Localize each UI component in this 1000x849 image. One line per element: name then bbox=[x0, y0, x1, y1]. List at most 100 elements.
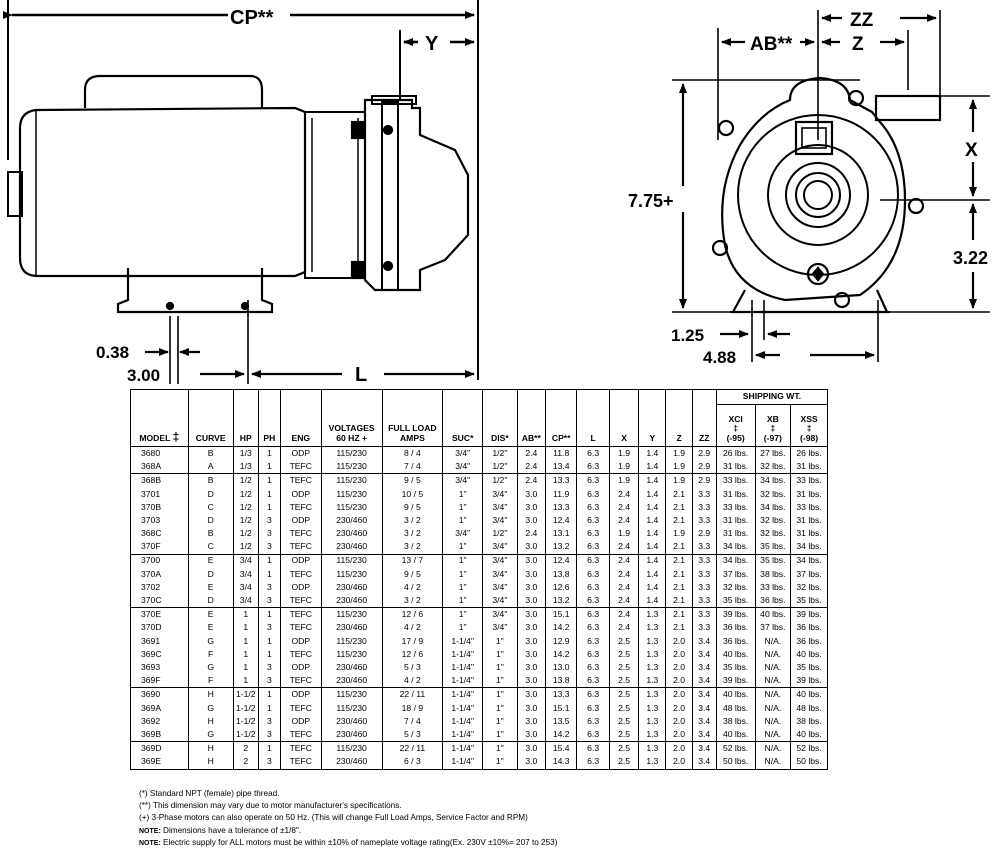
table-cell: 1 bbox=[232, 674, 259, 688]
table-cell: 3.4 bbox=[691, 755, 717, 769]
table-cell: 1" bbox=[442, 594, 484, 608]
table-cell: 2.5 bbox=[608, 714, 640, 728]
table-cell: TEFC bbox=[279, 647, 322, 661]
footnote-line: (*) Standard NPT (female) pipe thread. bbox=[139, 789, 280, 798]
table-cell: 13.3 bbox=[544, 687, 578, 702]
table-cell: 36 lbs. bbox=[790, 634, 828, 648]
table-cell: 3.4 bbox=[691, 634, 717, 648]
table-cell: 1.9 bbox=[665, 527, 693, 541]
table-cell: 230/460 bbox=[320, 527, 383, 541]
table-cell: 3.0 bbox=[516, 500, 546, 514]
table-cell: 1.4 bbox=[638, 527, 667, 541]
table-cell: 14.2 bbox=[544, 647, 578, 661]
model-cell: 369A bbox=[130, 701, 189, 715]
table-cell: 26 lbs. bbox=[790, 446, 828, 461]
table-cell: 1/2 bbox=[232, 527, 259, 541]
table-cell: 1 bbox=[257, 500, 281, 514]
table-cell: 33 lbs. bbox=[790, 473, 828, 488]
table-cell: 26 lbs. bbox=[715, 446, 756, 461]
table-cell: 3 bbox=[257, 621, 281, 635]
table-cell: 6.3 bbox=[576, 513, 610, 528]
table-cell: 3.3 bbox=[691, 567, 717, 581]
dim-7-75: 7.75+ bbox=[628, 191, 674, 211]
table-cell: 6.3 bbox=[576, 567, 610, 581]
table-cell: 2.4 bbox=[608, 540, 640, 554]
table-cell: 3.0 bbox=[516, 540, 546, 554]
table-cell: 40 lbs. bbox=[790, 727, 828, 742]
table-cell: 2.5 bbox=[608, 661, 640, 675]
table-cell: 230/460 bbox=[320, 674, 383, 688]
table-cell: 1" bbox=[442, 513, 484, 528]
table-cell: 1/2 bbox=[232, 487, 259, 501]
table-cell: 6.3 bbox=[576, 540, 610, 554]
header-cp: CP** bbox=[544, 389, 578, 447]
table-cell: C bbox=[187, 500, 234, 514]
table-cell: 31 lbs. bbox=[790, 513, 828, 528]
table-cell: 31 lbs. bbox=[715, 487, 756, 501]
table-cell: 2.5 bbox=[608, 701, 640, 715]
table-cell: 1" bbox=[482, 634, 518, 648]
model-cell: 3690 bbox=[130, 687, 189, 702]
table-cell: 1" bbox=[482, 701, 518, 715]
dim-3-22: 3.22 bbox=[953, 248, 988, 268]
table-cell: 5 / 3 bbox=[381, 661, 444, 675]
dim-z: Z bbox=[852, 34, 864, 55]
table-cell: 2.5 bbox=[608, 687, 640, 702]
table-cell: 3.4 bbox=[691, 701, 717, 715]
table-cell: 34 lbs. bbox=[790, 540, 828, 554]
table-cell: 3.4 bbox=[691, 674, 717, 688]
table-cell: 2.4 bbox=[608, 513, 640, 528]
table-cell: 230/460 bbox=[320, 513, 383, 528]
table-cell: 34 lbs. bbox=[790, 553, 828, 568]
table-cell: ODP bbox=[279, 661, 322, 675]
model-cell: 3680 bbox=[130, 446, 189, 461]
table-cell: 6.3 bbox=[576, 647, 610, 661]
table-cell: 3/4" bbox=[482, 580, 518, 595]
table-cell: 14.2 bbox=[544, 727, 578, 742]
table-cell: 2.1 bbox=[665, 487, 693, 501]
table-cell: 1.9 bbox=[608, 473, 640, 488]
table-cell: 3 bbox=[257, 540, 281, 554]
table-cell: 2.1 bbox=[665, 607, 693, 622]
table-cell: 8 / 4 bbox=[381, 446, 444, 461]
table-cell: 35 lbs. bbox=[790, 594, 828, 608]
table-cell: 3.0 bbox=[516, 594, 546, 608]
table-cell: 10 / 5 bbox=[381, 487, 444, 501]
table-cell: 2.0 bbox=[665, 661, 693, 675]
table-cell: 1/3 bbox=[232, 460, 259, 474]
table-cell: 1.3 bbox=[638, 661, 667, 675]
table-cell: 2.4 bbox=[608, 500, 640, 514]
table-cell: 48 lbs. bbox=[715, 701, 756, 715]
table-cell: 33 lbs. bbox=[715, 473, 756, 488]
table-cell: 32 lbs. bbox=[790, 580, 828, 595]
table-cell: 115/230 bbox=[320, 460, 383, 474]
table-cell: 3.0 bbox=[516, 674, 546, 688]
table-cell: 3 bbox=[257, 727, 281, 742]
table-cell: 1" bbox=[482, 661, 518, 675]
table-cell: 115/230 bbox=[320, 701, 383, 715]
table-cell: 2.4 bbox=[516, 473, 546, 488]
table-cell: 1-1/2 bbox=[232, 701, 259, 715]
table-cell: 3.3 bbox=[691, 621, 717, 635]
table-cell: 230/460 bbox=[320, 755, 383, 769]
table-cell: TEFC bbox=[279, 741, 322, 756]
table-cell: 6.3 bbox=[576, 594, 610, 608]
table-cell: 18 / 9 bbox=[381, 701, 444, 715]
table-cell: 22 / 11 bbox=[381, 687, 444, 702]
table-cell: 1.3 bbox=[638, 674, 667, 688]
table-cell: 32 lbs. bbox=[715, 580, 756, 595]
table-cell: 2.5 bbox=[608, 755, 640, 769]
table-cell: B bbox=[187, 527, 234, 541]
table-cell: TEFC bbox=[279, 567, 322, 581]
table-cell: 2.9 bbox=[691, 460, 717, 474]
table-cell: 9 / 5 bbox=[381, 500, 444, 514]
table-cell: 1.3 bbox=[638, 621, 667, 635]
table-cell: 1" bbox=[482, 714, 518, 728]
table-cell: 13.0 bbox=[544, 661, 578, 675]
table-cell: 3 bbox=[257, 580, 281, 595]
